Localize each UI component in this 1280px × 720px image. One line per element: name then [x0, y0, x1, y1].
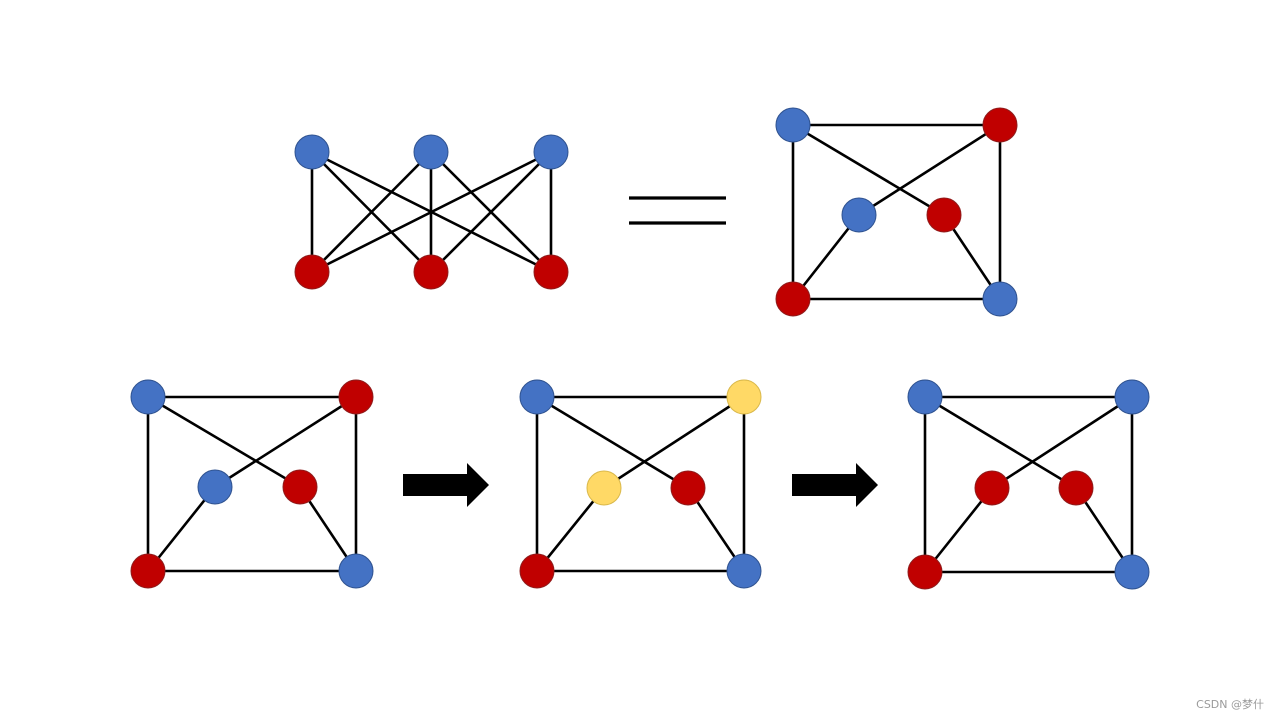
node-red-il — [974, 470, 1010, 506]
node-blue-br — [338, 553, 374, 589]
graph-square-bottom-3 — [907, 379, 1150, 590]
node-blue-br — [1114, 554, 1150, 590]
watermark: CSDN @梦什 — [1196, 698, 1264, 711]
edge-il-bl — [791, 213, 861, 301]
node-red-tr — [338, 379, 374, 415]
edge-tl-ir — [791, 123, 946, 217]
node-red-ir — [282, 469, 318, 505]
node-red-tr — [982, 107, 1018, 143]
node-blue-a1 — [294, 134, 330, 170]
edge-tl-ir — [923, 395, 1078, 490]
node-yellow-tr — [726, 379, 762, 415]
edge-il-bl — [146, 485, 217, 573]
graph-square-top-right — [775, 107, 1018, 317]
edge-a3-b2 — [429, 150, 553, 274]
node-red-b3 — [533, 254, 569, 290]
graph-bipartite-top-left — [294, 134, 569, 290]
node-blue-tl — [519, 379, 555, 415]
node-red-b2 — [413, 254, 449, 290]
node-blue-a2 — [413, 134, 449, 170]
node-red-ir — [670, 470, 706, 506]
node-blue-br — [726, 553, 762, 589]
node-blue-il — [197, 469, 233, 505]
edge-il-bl — [923, 486, 994, 574]
node-red-b1 — [294, 254, 330, 290]
node-blue-tr — [1114, 379, 1150, 415]
node-red-bl — [130, 553, 166, 589]
node-red-bl — [775, 281, 811, 317]
node-blue-il — [841, 197, 877, 233]
arrow-2-right-arrow-icon — [792, 463, 878, 507]
node-red-bl — [519, 553, 555, 589]
edge-a2-b1 — [310, 150, 433, 274]
arrow-1-right-arrow-icon — [403, 463, 489, 507]
edge-tl-ir — [146, 395, 302, 489]
edge-tr-il — [213, 395, 358, 489]
graph-square-bottom-2 — [519, 379, 762, 589]
edge-tr-il — [602, 395, 746, 490]
edge-a3-b1 — [310, 150, 553, 274]
node-blue-tl — [130, 379, 166, 415]
edge-il-bl — [535, 486, 606, 573]
node-red-bl — [907, 554, 943, 590]
graph-square-bottom-1 — [130, 379, 374, 589]
node-yellow-il — [586, 470, 622, 506]
edge-tr-il — [857, 123, 1002, 217]
node-blue-a3 — [533, 134, 569, 170]
edge-tr-il — [990, 395, 1134, 490]
edge-tl-ir — [535, 395, 690, 490]
node-red-ir — [926, 197, 962, 233]
equals-sign — [629, 196, 726, 225]
node-blue-br — [982, 281, 1018, 317]
node-blue-tl — [775, 107, 811, 143]
node-blue-tl — [907, 379, 943, 415]
node-red-ir — [1058, 470, 1094, 506]
